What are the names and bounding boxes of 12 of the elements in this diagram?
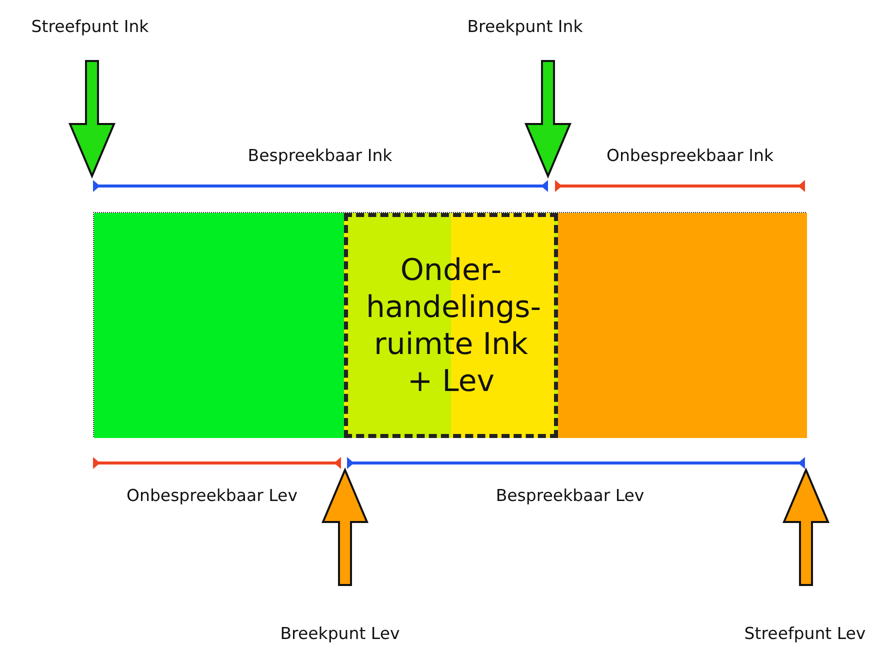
range-label: Streefpunt Ink <box>31 17 149 37</box>
range-label: Onbespreekbaar Lev <box>126 486 298 506</box>
band-outline <box>93 212 806 437</box>
zone-block <box>94 213 344 438</box>
range-label: Bespreekbaar Ink <box>248 146 392 166</box>
range-label: Bespreekbaar Lev <box>496 486 644 506</box>
range-label: Streefpunt Lev <box>744 624 866 644</box>
zone-block <box>558 213 807 438</box>
range-label: Breekpunt Ink <box>467 17 583 37</box>
negotiation-zone-box <box>344 213 558 438</box>
range-label: Breekpunt Lev <box>280 624 400 644</box>
range-label: Onbespreekbaar Ink <box>606 146 774 166</box>
